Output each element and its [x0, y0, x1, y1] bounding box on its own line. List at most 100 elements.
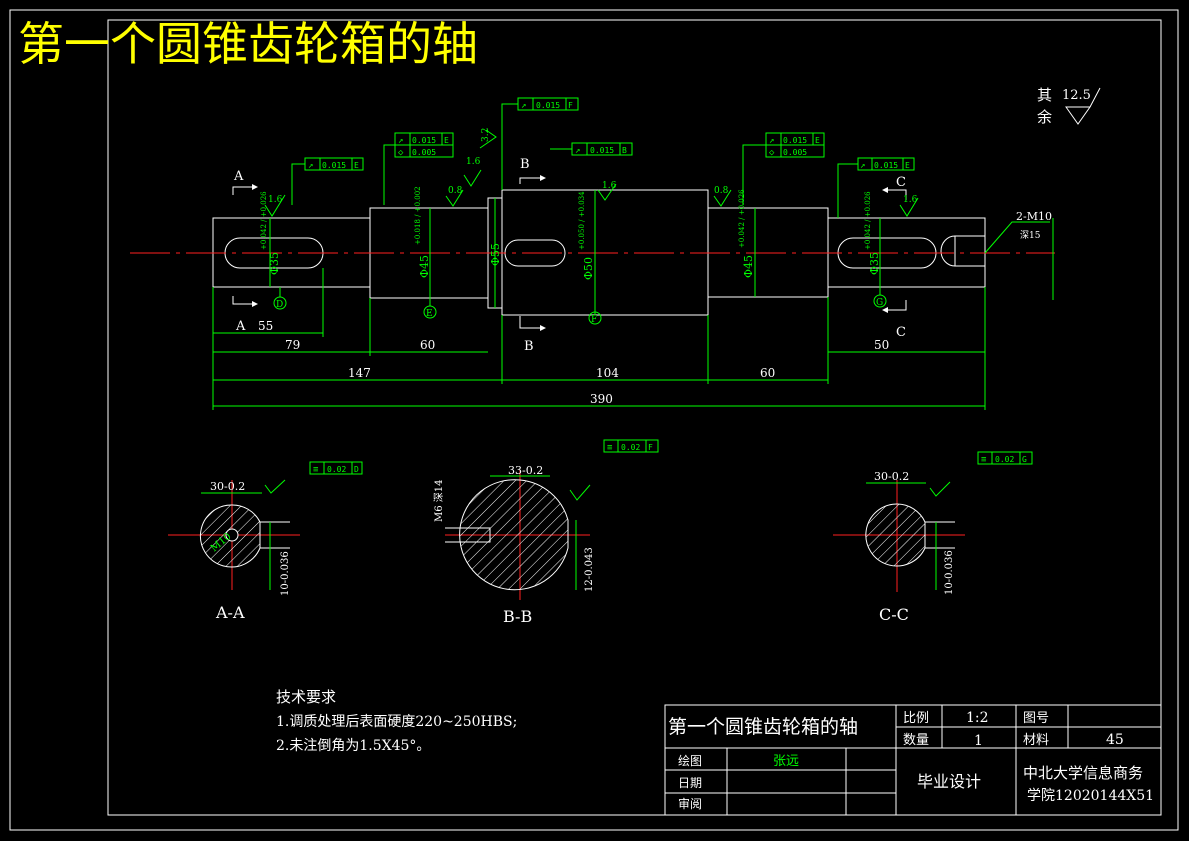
svg-text:学院12020144X51: 学院12020144X51 — [1027, 788, 1154, 804]
svg-text:147: 147 — [348, 366, 371, 380]
svg-text:1.6: 1.6 — [903, 195, 918, 205]
svg-text:10-0.036: 10-0.036 — [280, 551, 291, 596]
svg-text:D: D — [276, 300, 283, 310]
svg-text:↗: ↗ — [308, 161, 313, 171]
svg-text:0.8: 0.8 — [448, 186, 463, 196]
svg-text:0.015: 0.015 — [412, 136, 436, 145]
svg-text:0.015: 0.015 — [590, 146, 614, 155]
length-dimensions: 55 79 60 147 104 60 50 390 2-M10 深15 — [212, 210, 1054, 410]
svg-text:60: 60 — [420, 338, 435, 352]
svg-text:1.调质处理后表面硬度220~250HBS;: 1.调质处理后表面硬度220~250HBS; — [276, 714, 517, 730]
svg-text:数量: 数量 — [903, 733, 929, 748]
svg-text:2.未注倒角为1.5X45°。: 2.未注倒角为1.5X45°。 — [276, 738, 430, 754]
svg-text:技术要求: 技术要求 — [276, 688, 336, 706]
svg-text:中北大学信息商务: 中北大学信息商务 — [1023, 764, 1143, 782]
svg-text:↗: ↗ — [521, 101, 526, 111]
svg-text:1.6: 1.6 — [268, 195, 283, 205]
svg-text:↗: ↗ — [575, 146, 580, 156]
svg-text:0.005: 0.005 — [412, 148, 436, 157]
svg-text:+0.042 / +0.026: +0.042 / +0.026 — [738, 189, 746, 248]
svg-text:↗: ↗ — [398, 136, 403, 146]
technical-requirements: 技术要求 1.调质处理后表面硬度220~250HBS; 2.未注倒角为1.5X4… — [276, 688, 517, 754]
svg-text:◇: ◇ — [398, 148, 404, 158]
svg-text:12-0.043: 12-0.043 — [584, 547, 595, 592]
drawing-title: 第一个圆锥齿轮箱的轴 — [18, 17, 478, 71]
svg-text:+0.042 / +0.026: +0.042 / +0.026 — [260, 191, 268, 250]
svg-text:0.02: 0.02 — [327, 465, 346, 474]
svg-text:79: 79 — [285, 338, 300, 352]
svg-text:2-M10: 2-M10 — [1016, 210, 1052, 223]
svg-text:↗: ↗ — [769, 136, 774, 146]
svg-text:≡: ≡ — [981, 455, 987, 465]
datum-markers: D E F G — [273, 287, 887, 325]
svg-text:Φ55: Φ55 — [489, 243, 502, 266]
svg-text:M6 深14: M6 深14 — [433, 479, 445, 522]
svg-text:C: C — [896, 325, 906, 340]
svg-text:+0.018 / +0.002: +0.018 / +0.002 — [414, 186, 422, 245]
svg-text:0.015: 0.015 — [536, 101, 560, 110]
svg-text:B-B: B-B — [503, 607, 532, 626]
default-roughness-note: 其 余 12.5 — [1037, 86, 1101, 126]
svg-text:张远: 张远 — [773, 754, 799, 769]
svg-text:0.02: 0.02 — [995, 455, 1014, 464]
svg-text:30-0.2: 30-0.2 — [210, 480, 245, 493]
svg-text:E: E — [905, 161, 910, 170]
svg-text:第一个圆锥齿轮箱的轴: 第一个圆锥齿轮箱的轴 — [668, 716, 858, 738]
svg-text:104: 104 — [596, 366, 619, 380]
svg-text:↗: ↗ — [860, 161, 865, 171]
svg-text:0.015: 0.015 — [783, 136, 807, 145]
svg-text:Φ45: Φ45 — [742, 255, 755, 278]
svg-text:其: 其 — [1037, 86, 1052, 104]
svg-text:≡: ≡ — [607, 443, 613, 453]
svg-text:B: B — [524, 339, 534, 354]
svg-text:G: G — [876, 298, 883, 308]
svg-text:图号: 图号 — [1023, 711, 1049, 726]
svg-text:A: A — [235, 319, 246, 334]
section-cut-markers: A A B B C C — [232, 157, 907, 354]
svg-text:C: C — [896, 175, 906, 190]
svg-text:E: E — [444, 136, 449, 145]
svg-text:F: F — [591, 315, 597, 325]
svg-text:材料: 材料 — [1023, 733, 1049, 748]
svg-text:Φ50: Φ50 — [582, 257, 595, 280]
svg-text:45: 45 — [1106, 732, 1124, 748]
svg-text:33-0.2: 33-0.2 — [508, 464, 543, 477]
svg-text:3.2: 3.2 — [481, 128, 491, 142]
svg-text:D: D — [354, 465, 359, 474]
svg-text:Φ35: Φ35 — [268, 252, 281, 275]
svg-text:1.6: 1.6 — [602, 181, 617, 191]
svg-text:60: 60 — [760, 366, 775, 380]
title-block: 第一个圆锥齿轮箱的轴 比例 1:2 图号 数量 1 材料 45 绘图 张远 日期… — [664, 704, 1162, 816]
svg-text:比例: 比例 — [903, 711, 929, 726]
outer-frame — [9, 9, 1179, 831]
svg-text:F: F — [568, 101, 573, 110]
svg-text:E: E — [426, 309, 433, 319]
svg-text:C-C: C-C — [879, 605, 909, 624]
svg-text:+0.050 / +0.034: +0.050 / +0.034 — [578, 191, 586, 250]
svg-text:审阅: 审阅 — [678, 796, 702, 811]
svg-text:深15: 深15 — [1020, 230, 1041, 241]
svg-text:1: 1 — [974, 733, 983, 749]
svg-text:0.005: 0.005 — [783, 148, 807, 157]
svg-text:◇: ◇ — [769, 148, 775, 158]
svg-text:390: 390 — [590, 392, 613, 406]
svg-text:A-A: A-A — [215, 603, 245, 622]
svg-text:毕业设计: 毕业设计 — [917, 772, 981, 791]
svg-text:E: E — [354, 161, 359, 170]
svg-text:0.015: 0.015 — [874, 161, 898, 170]
roughness-marks: 1.6 0.8 1.6 3.2 1.6 0.8 1.6 — [264, 128, 919, 217]
inner-frame — [107, 19, 1162, 816]
svg-text:A: A — [233, 169, 244, 184]
svg-text:+0.042 / +0.026: +0.042 / +0.026 — [864, 191, 872, 250]
threaded-hole — [954, 235, 986, 267]
svg-text:1.6: 1.6 — [466, 157, 481, 167]
svg-text:日期: 日期 — [678, 776, 702, 790]
svg-text:30-0.2: 30-0.2 — [874, 470, 909, 483]
svg-text:F: F — [648, 443, 653, 452]
svg-text:Φ35: Φ35 — [868, 252, 881, 275]
